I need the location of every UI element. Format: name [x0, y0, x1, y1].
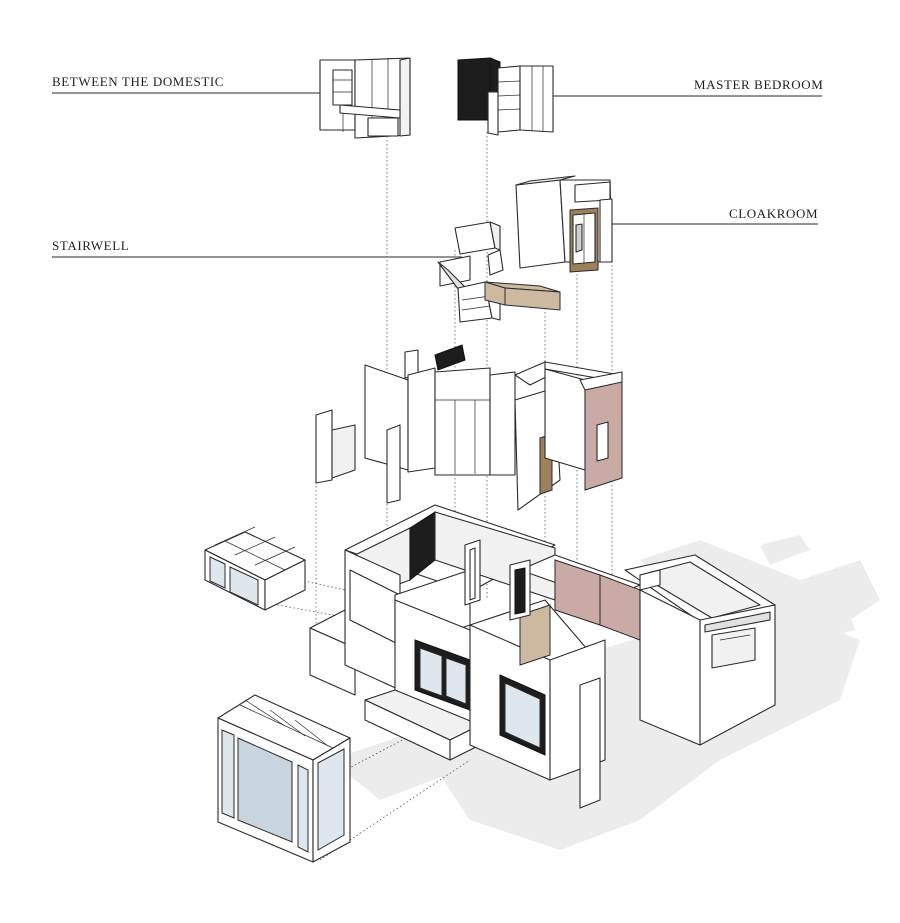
- label-master-bedroom: MASTER BEDROOM: [694, 77, 824, 92]
- between-the-domestic-cabinet: [319, 57, 411, 139]
- sunroom-lower: [217, 694, 351, 863]
- label-stairwell: STAIRWELL: [52, 238, 130, 253]
- ground-floor-house: [309, 504, 776, 809]
- master-bedroom-cabinet: [457, 57, 554, 136]
- label-cloakroom: CLOAKROOM: [729, 206, 819, 221]
- label-between-the-domestic: BETWEEN THE DOMESTIC: [52, 74, 225, 89]
- stairwell-module: [437, 221, 561, 323]
- cloakroom-module: [515, 175, 613, 273]
- sunroom-upper: [204, 526, 306, 611]
- label-leaders: [52, 92, 822, 258]
- interior-wall-panels: [315, 344, 623, 511]
